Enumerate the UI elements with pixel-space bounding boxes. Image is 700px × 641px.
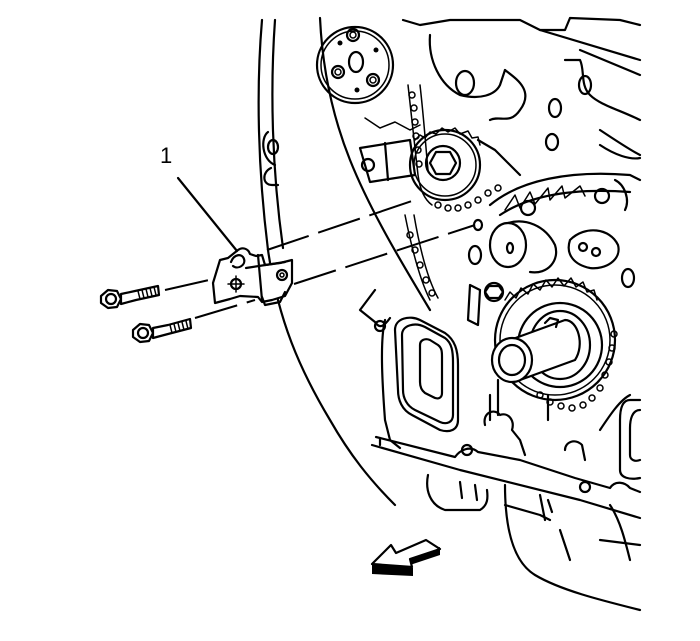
engine-block <box>257 16 642 612</box>
direction-arrow-icon <box>370 538 442 576</box>
callout-leader-line <box>176 176 239 253</box>
alignment-lines <box>164 199 476 319</box>
callout-label-1: 1 <box>160 143 173 168</box>
crank-sprocket <box>490 277 617 402</box>
guide-bolt <box>99 284 161 310</box>
guide-bolt <box>131 317 193 344</box>
timing-chain-guide <box>211 247 294 307</box>
